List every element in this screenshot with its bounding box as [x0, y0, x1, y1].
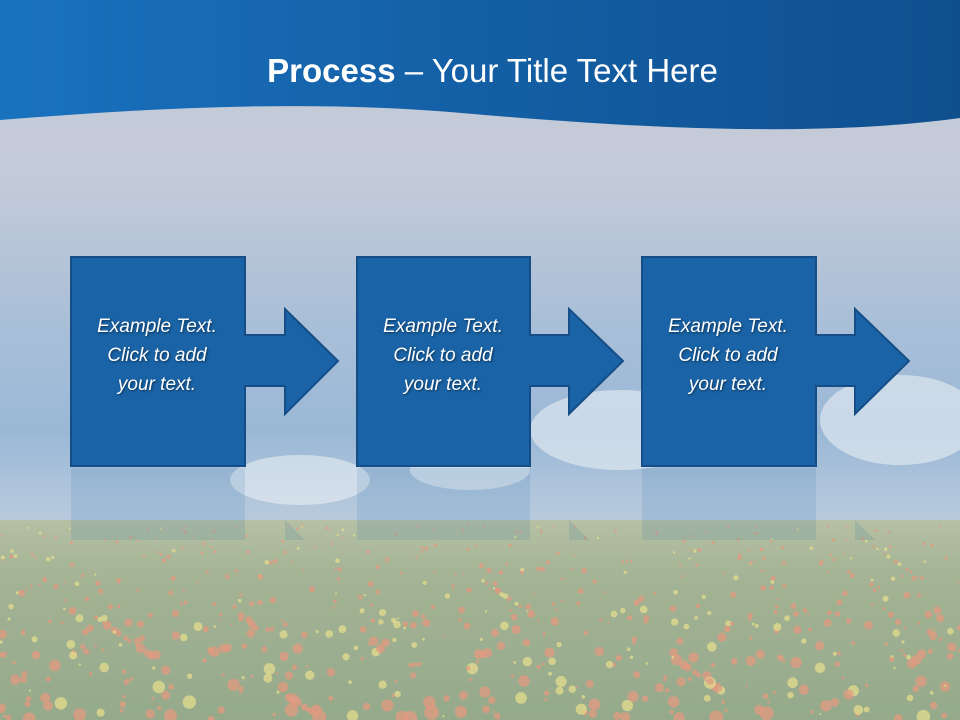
header-banner: [0, 0, 960, 130]
slide-title[interactable]: Process – Your Title Text Here: [267, 52, 718, 89]
flower-field-background: [0, 520, 960, 720]
box-arrow-shape: [641, 256, 911, 540]
box-arrow-shape: [70, 256, 340, 540]
box-arrow-shape: [356, 256, 625, 540]
